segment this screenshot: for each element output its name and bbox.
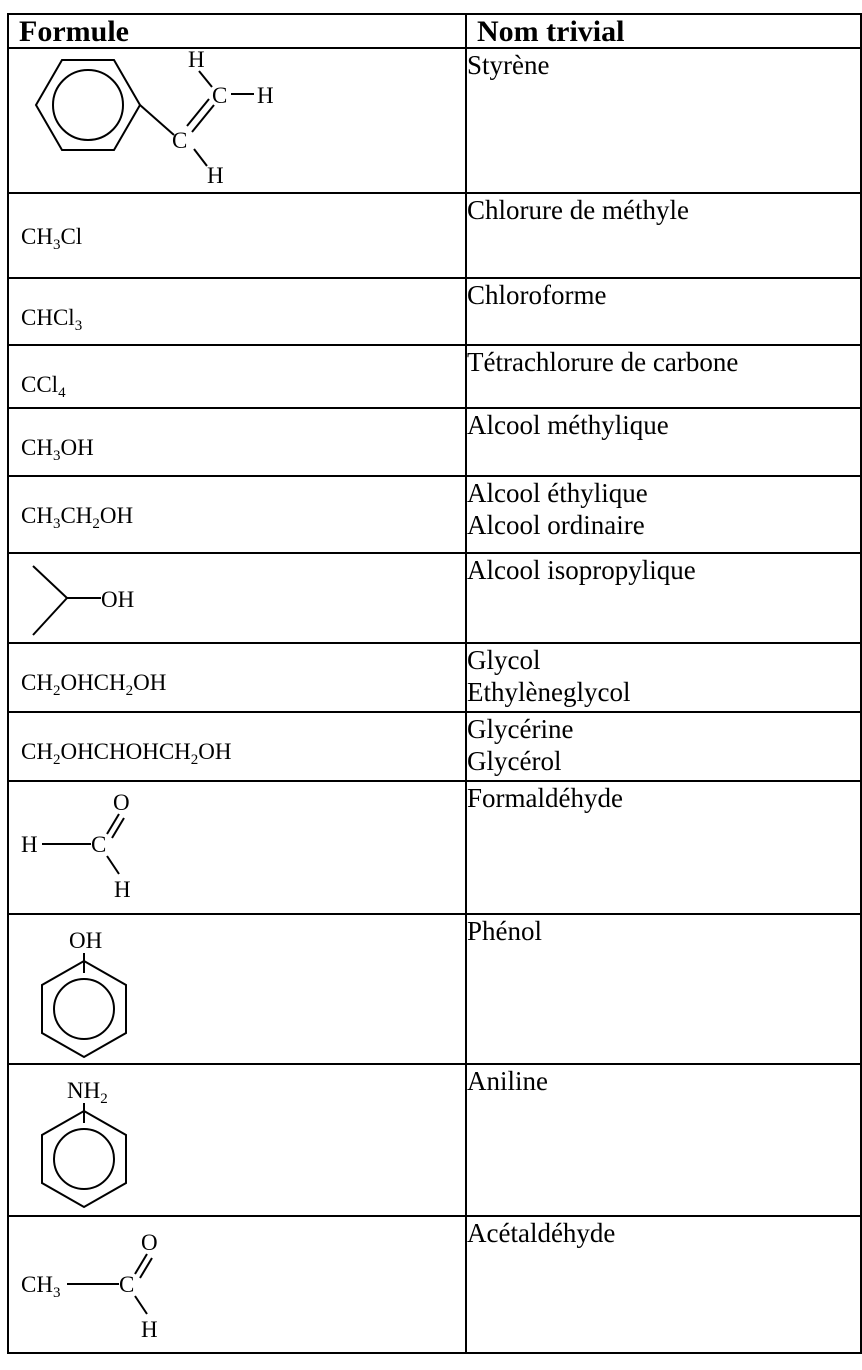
name-primary: Tétrachlorure de carbone [467,347,739,377]
name-secondary: Alcool ordinaire [467,510,645,540]
atom-label: NH2 [67,1078,108,1107]
formula-cell: CH3OH [7,407,467,477]
atom-label: O [113,790,130,815]
formula-cell: CH3 O C H [7,1215,467,1354]
name-cell: Alcool éthylique Alcool ordinaire [465,475,862,554]
name-secondary: Glycérol [467,746,562,776]
formula-cell: CH3CH2OH [7,475,467,554]
atom-label: O [141,1230,158,1255]
name-cell: Phénol [465,913,862,1065]
atom-label: H [207,163,224,188]
formula-cell: O H C H [7,780,467,915]
atom-label: H [257,83,274,108]
name-cell: Formaldéhyde [465,780,862,915]
name-cell: Aniline [465,1063,862,1217]
aniline-structure: NH2 [41,1078,127,1209]
name-cell: Alcool méthylique [465,407,862,477]
atom-label: C [119,1272,134,1297]
table-row: OH Phénol [7,913,862,1065]
acetaldehyde-structure: CH3 O C H [21,1230,158,1342]
table-row: CCl4 Tétrachlorure de carbone [7,344,862,409]
name-cell: Tétrachlorure de carbone [465,344,862,409]
name-primary: Phénol [467,916,543,946]
name-cell: Glycérine Glycérol [465,711,862,782]
isopropanol-structure: OH [32,565,134,636]
formula-cell: OH [7,552,467,644]
formula-text: CHCl3 [21,305,83,334]
formula-cell: NH2 [7,1063,467,1217]
formula-text: CH3Cl [21,224,83,253]
header-formula: Formule [7,13,467,49]
name-primary: Chloroforme [467,280,607,310]
name-cell: Chlorure de méthyle [465,192,862,279]
phenol-structure: OH [41,928,127,1059]
styrene-structure: H C H C H [34,47,274,188]
atom-label: CH3 [21,1272,60,1301]
formula-text: CH3CH2OH [21,503,134,532]
atom-label: C [212,83,227,108]
table-row: O H C H Formaldéhyde [7,780,862,915]
atom-label: H [188,47,205,72]
compound-table: Formule Nom trivial H C H C [7,13,862,1354]
table-row: OH Alcool isopropylique [7,552,862,644]
table-row: CH2OHCH2OH Glycol Ethylèneglycol [7,642,862,713]
name-primary: Glycérine [467,714,574,744]
name-primary: Alcool méthylique [467,410,669,440]
atom-label: H [21,832,38,857]
name-cell: Acétaldéhyde [465,1215,862,1354]
name-primary: Aniline [467,1066,548,1096]
atom-label: OH [69,928,102,953]
table-row: CH3CH2OH Alcool éthylique Alcool ordinai… [7,475,862,554]
name-secondary: Ethylèneglycol [467,677,631,707]
atom-label: C [172,128,187,153]
formula-text: CH2OHCH2OH [21,670,167,699]
name-primary: Formaldéhyde [467,783,623,813]
formula-text: CH2OHCHOHCH2OH [21,739,232,768]
header-name: Nom trivial [465,13,862,49]
name-cell: Alcool isopropylique [465,552,862,644]
table-row: CH3Cl Chlorure de méthyle [7,192,862,279]
name-primary: Chlorure de méthyle [467,195,689,225]
table-row: CH3 O C H Acétaldéhyde [7,1215,862,1354]
table-row: CHCl3 Chloroforme [7,277,862,346]
atom-label: H [141,1317,158,1342]
formula-cell: CHCl3 [7,277,467,346]
formula-cell: CCl4 [7,344,467,409]
formaldehyde-structure: O H C H [21,790,131,902]
formula-text: CCl4 [21,372,66,401]
formula-cell: CH2OHCHOHCH2OH [7,711,467,782]
formula-cell: OH [7,913,467,1065]
name-cell: Glycol Ethylèneglycol [465,642,862,713]
formula-text: CH3OH [21,435,94,464]
atom-label: OH [101,587,134,612]
name-primary: Glycol [467,645,541,675]
table-row: CH2OHCHOHCH2OH Glycérine Glycérol [7,711,862,782]
table-row: H C H C H Styrène [7,47,862,194]
formula-cell: CH2OHCH2OH [7,642,467,713]
name-primary: Styrène [467,50,550,80]
name-primary: Alcool isopropylique [467,555,696,585]
name-cell: Styrène [465,47,862,194]
atom-label: C [91,832,106,857]
atom-label: H [114,877,131,902]
name-primary: Alcool éthylique [467,478,648,508]
name-cell: Chloroforme [465,277,862,346]
formula-cell: H C H C H [7,47,467,194]
formula-cell: CH3Cl [7,192,467,279]
table-row: NH2 Aniline [7,1063,862,1217]
name-primary: Acétaldéhyde [467,1218,616,1248]
table-row: CH3OH Alcool méthylique [7,407,862,477]
